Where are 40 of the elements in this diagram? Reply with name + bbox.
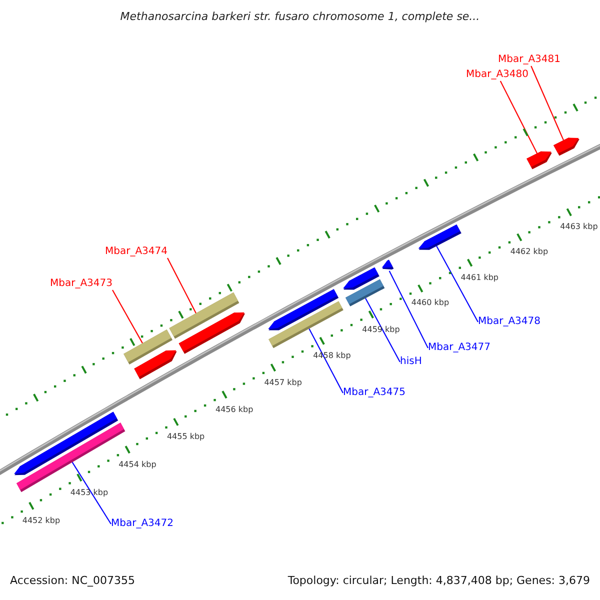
gene-feature (382, 260, 394, 270)
leader-line (72, 462, 112, 524)
gene-label: Mbar_A3472 (111, 518, 174, 530)
tick-label: 4457 kbp (264, 376, 302, 389)
tick-label: 4452 kbp (22, 514, 60, 527)
diagram-title: Methanosarcina barkeri str. fusaro chromosome 1, complete se... (119, 11, 481, 23)
gene-label: hisH (400, 356, 422, 368)
tick-label: 4453 kbp (70, 486, 108, 499)
gene-feature (178, 312, 245, 354)
gene-feature (418, 224, 462, 250)
gene-feature (134, 350, 177, 380)
gene-label: Mbar_A3478 (478, 316, 541, 328)
leader-line (530, 66, 564, 140)
gene-feature (526, 151, 552, 170)
gene-feature (268, 301, 344, 348)
tick-label: 4454 kbp (118, 458, 156, 471)
tick-label: 4463 kbp (560, 221, 598, 234)
gene-label: Mbar_A3481 (498, 54, 561, 66)
tick-label: 4455 kbp (166, 430, 205, 443)
gene-label: Mbar_A3474 (105, 246, 168, 258)
leader-line (167, 258, 196, 314)
gene-label: Mbar_A3473 (50, 278, 113, 290)
leader-line (500, 80, 538, 154)
footer-text: Accession: NC_007355 (10, 575, 136, 587)
gene-feature (554, 138, 580, 156)
gene-label: Mbar_A3480 (466, 69, 529, 81)
leader-line (436, 246, 478, 322)
tick-label: 4459 kbp (362, 324, 400, 336)
leader-line (112, 290, 143, 344)
leader-line (388, 270, 428, 348)
tick-label: 4460 kbp (411, 297, 450, 310)
tick-label: 4456 kbp (215, 404, 254, 416)
footer-text: Topology: circular; Length: 4,837,408 bp; Genes: 3,679 (288, 575, 590, 587)
leader-line (308, 328, 344, 394)
tick-label: 4461 kbp (460, 272, 498, 284)
gene-label: Mbar_A3475 (343, 387, 406, 399)
gene-feature (346, 279, 385, 306)
gene-label: Mbar_A3477 (428, 342, 491, 354)
tick-label: 4462 kbp (510, 246, 548, 258)
leader-line (365, 298, 400, 362)
